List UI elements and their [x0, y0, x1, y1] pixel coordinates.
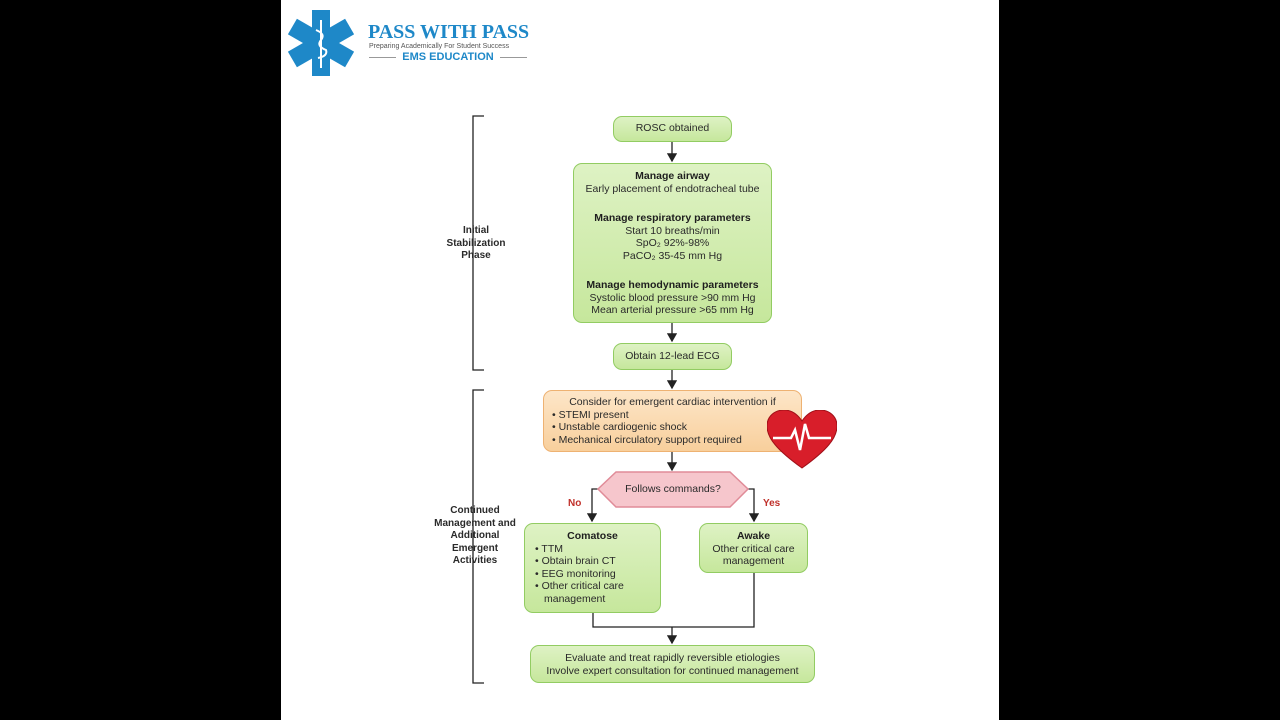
node-ecg: Obtain 12-lead ECG: [613, 343, 732, 370]
merge-line: [592, 573, 755, 628]
decision-label: Follows commands?: [625, 483, 721, 495]
star-of-life-icon: [288, 10, 354, 76]
node-rosc: ROSC obtained: [613, 116, 732, 142]
logo-title: PASS WITH PASS: [368, 21, 530, 43]
logo-tagline: Preparing Academically For Student Succe…: [369, 43, 510, 50]
phase-continued-label: Continued Management and Additional Emer…: [434, 505, 516, 566]
branch-no-label: No: [568, 498, 582, 509]
node-manage: Manage airway Early placement of endotra…: [573, 163, 772, 323]
bracket-initial: [472, 115, 484, 371]
heart-ecg-icon: [767, 410, 837, 469]
node-comatose: Comatose TTM Obtain brain CT EEG monitor…: [524, 523, 661, 613]
phase-initial-label: Initial Stabilization Phase: [446, 225, 506, 261]
node-final: Evaluate and treat rapidly reversible et…: [530, 645, 815, 683]
branch-yes-label: Yes: [763, 498, 781, 509]
logo: PASS WITH PASS Preparing Academically Fo…: [288, 10, 538, 76]
arrow-no: [586, 488, 598, 523]
node-awake: Awake Other critical care management: [699, 523, 808, 573]
arrow-yes: [748, 488, 760, 523]
logo-subtitle: EMS EDUCATION: [369, 51, 527, 63]
bracket-continued: [472, 389, 484, 684]
node-cardiac: Consider for emergent cardiac interventi…: [543, 390, 802, 452]
decision-shape: [596, 471, 750, 508]
